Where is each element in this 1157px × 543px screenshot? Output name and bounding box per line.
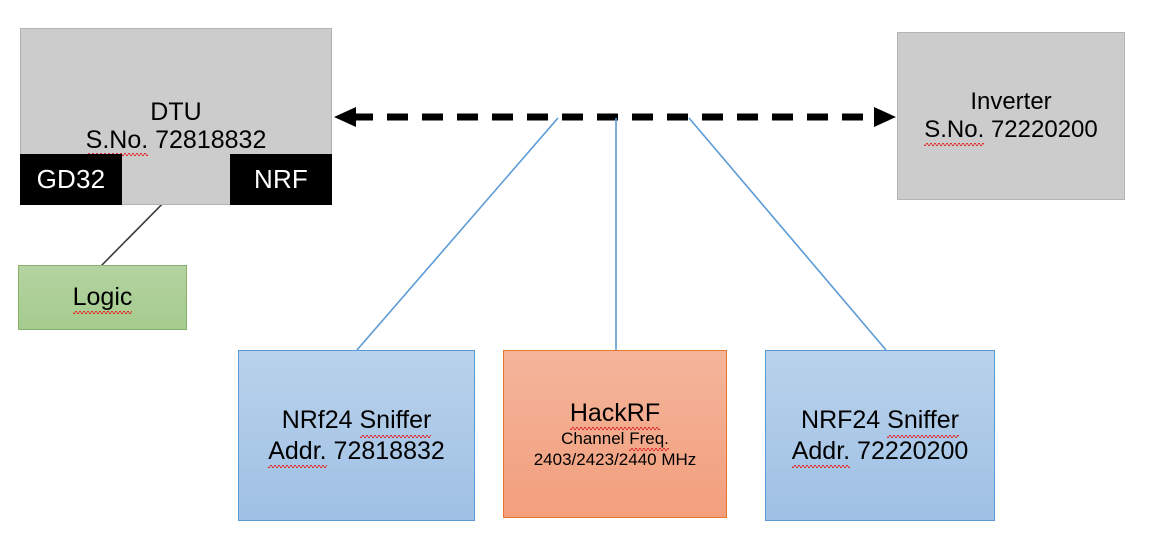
node-hackrf[interactable]: HackRF Channel Freq. 2403/2423/2440 MHz xyxy=(503,350,727,518)
inverter-serial-prefix: S.No. xyxy=(924,116,985,146)
sniffer-left-addr-prefix: Addr. xyxy=(268,436,327,468)
sniffer-right-addr: Addr. 72220200 xyxy=(791,436,969,468)
sniffer-right-addr-prefix: Addr. xyxy=(791,436,851,468)
gd32-label: GD32 xyxy=(36,164,106,194)
inverter-serial: S.No. 72220200 xyxy=(924,116,1098,146)
dtu-serial-prefix: S.No. xyxy=(85,126,149,156)
sniffer-right-addr-value: 72220200 xyxy=(857,436,969,465)
rf-link-arrow-right xyxy=(874,107,896,127)
node-sniffer-right[interactable]: NRF24 Sniffer Addr. 72220200 xyxy=(765,350,995,521)
tap-line-sniffer-right xyxy=(688,117,887,351)
sniffer-left-addr: Addr. 72818832 xyxy=(268,436,445,468)
nrf-label: NRF xyxy=(253,164,309,194)
sniffer-left-addr-value: 72818832 xyxy=(333,436,445,465)
node-sniffer-left[interactable]: NRf24 Sniffer Addr. 72818832 xyxy=(238,350,475,521)
node-gd32[interactable]: GD32 xyxy=(20,154,122,205)
inverter-serial-value: 72220200 xyxy=(990,116,1098,143)
hackrf-frequencies: 2403/2423/2440 MHz xyxy=(533,450,697,469)
node-inverter[interactable]: Inverter S.No. 72220200 xyxy=(897,32,1125,200)
hackrf-sub-wrap: Channel Freq. xyxy=(561,428,669,452)
hackrf-title: HackRF xyxy=(569,398,661,430)
logic-label: Logic xyxy=(72,283,133,314)
sniffer-right-title-wrap: NRF24 Sniffer xyxy=(801,406,959,437)
logic-label-wrap: Logic xyxy=(72,283,133,314)
node-nrf[interactable]: NRF xyxy=(230,154,332,205)
sniffer-right-title: Sniffer xyxy=(887,406,959,437)
inverter-title: Inverter xyxy=(970,88,1052,116)
dtu-serial-value: 72818832 xyxy=(155,126,267,154)
hackrf-title-wrap: HackRF xyxy=(569,398,661,430)
sniffer-left-title: Sniffer xyxy=(359,406,432,437)
rf-link-arrow-left xyxy=(334,107,356,127)
sniffer-left-title-wrap: NRf24 Sniffer xyxy=(281,406,432,437)
hackrf-sub-label: Freq. xyxy=(629,428,669,452)
node-logic[interactable]: Logic xyxy=(18,265,187,330)
rf-link-connector xyxy=(334,107,896,127)
tap-line-sniffer-left xyxy=(356,117,559,351)
dtu-title: DTU xyxy=(150,98,202,126)
